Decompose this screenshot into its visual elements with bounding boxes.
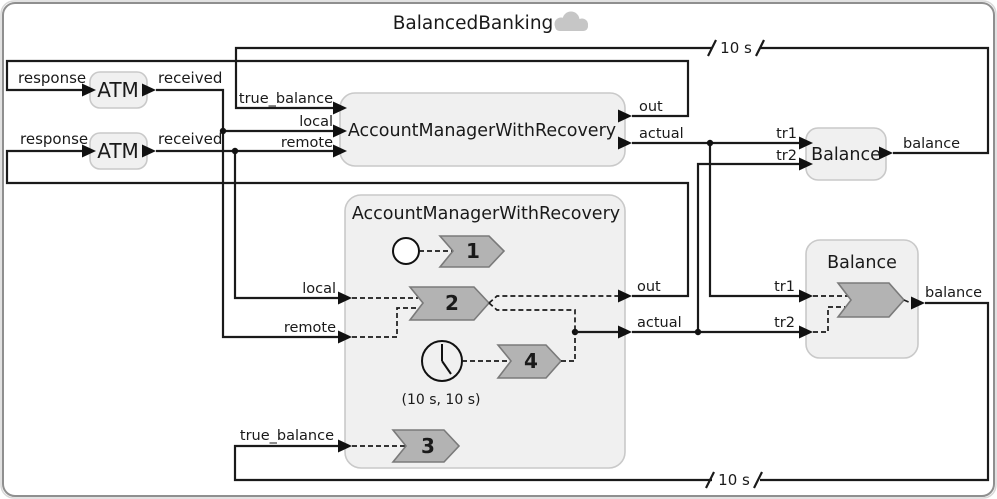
wire-atm1-received: [156, 88, 338, 339]
delay-label-bottom: 10 s: [718, 471, 750, 489]
atm1-block[interactable]: ATM: [89, 71, 148, 109]
page-title: BalancedBanking: [393, 13, 554, 34]
manager2-block[interactable]: AccountManagerWithRecovery: [344, 194, 626, 469]
atm2-block[interactable]: ATM: [89, 132, 148, 170]
atm2-response-port[interactable]: [82, 144, 96, 158]
manager1-remote-port[interactable]: [333, 144, 347, 158]
atm2-title: ATM: [97, 139, 139, 163]
manager1-truebalance-label: true_balance: [239, 91, 333, 107]
step1-number: 1: [466, 239, 480, 263]
wire-manager2-actual: [632, 162, 799, 336]
manager1-out-label: out: [639, 99, 663, 115]
link-tr2-chevron: [813, 306, 845, 333]
step2-chevron[interactable]: [408, 286, 491, 321]
balance2-balance-port[interactable]: [911, 296, 925, 310]
step3-chevron[interactable]: [391, 429, 461, 463]
atm2-received-port[interactable]: [142, 144, 156, 158]
wire-manager1-out-to-atm1: [5, 59, 690, 118]
balance1-balance-label: balance: [903, 136, 960, 152]
balance1-title: Balance: [811, 145, 881, 165]
balance1-balance-port[interactable]: [879, 146, 893, 160]
manager2-out-label: out: [637, 279, 661, 295]
junction-dot: [219, 127, 227, 135]
wire-manager1-actual: [632, 139, 799, 298]
balance2-tr2-label: tr2: [774, 315, 795, 331]
wire-atm2-received: [156, 147, 338, 300]
wire-balance2-to-truebalance: 10 s: [233, 301, 990, 489]
manager1-local-port[interactable]: [333, 124, 347, 138]
atm1-response-port[interactable]: [82, 83, 96, 97]
delay-label-top: 10 s: [720, 39, 752, 57]
initial-state-icon[interactable]: [392, 237, 420, 265]
balance2-tr2-port[interactable]: [799, 325, 813, 339]
junction-dot: [706, 139, 714, 147]
manager1-out-port[interactable]: [618, 109, 632, 123]
manager1-remote-label: remote: [281, 135, 333, 151]
link-step2-actual: [488, 302, 576, 332]
step4-number: 4: [524, 349, 538, 373]
atm2-received-label: received: [158, 130, 222, 148]
balance1-tr2-port[interactable]: [799, 157, 813, 171]
balance1-tr2-label: tr2: [776, 148, 797, 164]
timer-label: (10 s, 10 s): [402, 392, 481, 408]
step4-chevron[interactable]: [496, 344, 563, 379]
atm2-response-label: response: [20, 130, 88, 148]
link-chevron-balance: [903, 299, 912, 304]
atm1-received-label: received: [158, 69, 222, 87]
manager2-actual-label: actual: [637, 315, 682, 331]
link-step2-out: [488, 295, 618, 304]
atm1-title: ATM: [97, 78, 139, 102]
manager1-actual-label: actual: [639, 126, 684, 142]
step3-number: 3: [421, 434, 435, 458]
manager1-truebalance-port[interactable]: [333, 101, 347, 115]
step2-number: 2: [445, 291, 459, 315]
manager1-title: AccountManagerWithRecovery: [348, 121, 616, 141]
manager2-local-label: local: [302, 281, 336, 297]
manager2-title: AccountManagerWithRecovery: [352, 204, 620, 224]
manager1-block[interactable]: AccountManagerWithRecovery: [339, 92, 626, 167]
balance2-tr1-label: tr1: [774, 279, 795, 295]
balance1-block[interactable]: Balance: [805, 127, 887, 181]
manager2-remote-label: remote: [284, 320, 336, 336]
balance2-balance-label: balance: [925, 285, 982, 301]
link-remote-step2: [352, 307, 418, 338]
balance1-tr1-label: tr1: [776, 126, 797, 142]
manager2-remote-port[interactable]: [338, 330, 352, 344]
manager2-local-port[interactable]: [338, 291, 352, 305]
manager2-out-port[interactable]: [618, 289, 632, 303]
manager2-truebalance-label: true_balance: [240, 428, 334, 444]
wire-balance1-to-truebalance: 10 s: [234, 39, 990, 155]
step1-chevron[interactable]: [438, 235, 506, 268]
balance2-tr1-port[interactable]: [799, 289, 813, 303]
junction-dot: [694, 328, 702, 336]
manager2-actual-port[interactable]: [618, 325, 632, 339]
atm1-response-label: response: [18, 69, 86, 87]
wire-manager2-out-to-atm2: [5, 149, 690, 298]
cloud-icon: [554, 11, 588, 31]
atm1-received-port[interactable]: [142, 83, 156, 97]
manager1-actual-port[interactable]: [618, 136, 632, 150]
manager1-local-label: local: [299, 114, 333, 130]
balance1-tr1-port[interactable]: [799, 136, 813, 150]
junction-dot: [231, 147, 239, 155]
clock-icon[interactable]: [421, 340, 463, 382]
link-step4-actual: [561, 332, 576, 362]
balance2-title: Balance: [827, 253, 897, 273]
balance2-chevron[interactable]: [836, 282, 906, 318]
manager2-truebalance-port[interactable]: [338, 439, 352, 453]
